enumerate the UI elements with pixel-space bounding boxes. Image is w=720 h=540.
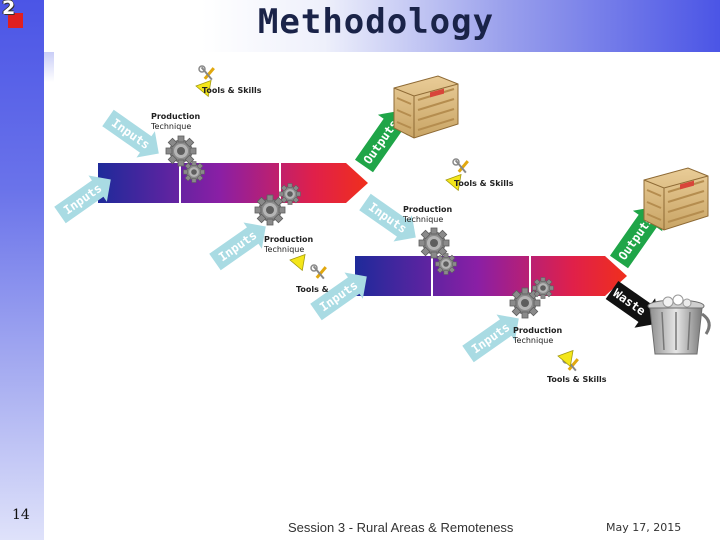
svg-text:Technique: Technique <box>402 215 443 224</box>
production-label-4: Production Technique <box>512 326 563 345</box>
left-band <box>0 0 44 540</box>
production-label-2: Production Technique <box>263 235 314 254</box>
header-band <box>0 0 720 52</box>
wrench-screwdriver-icon <box>452 158 470 174</box>
section-badge: 2 <box>0 0 26 30</box>
inputs-arrow-1: Inputs <box>102 109 159 158</box>
badge-red-square <box>8 13 23 28</box>
svg-text:Production: Production <box>513 326 563 335</box>
section-number: 2 <box>2 0 16 19</box>
footer-date: May 17, 2015 <box>606 521 682 534</box>
production-label-3: Production Technique <box>402 205 453 224</box>
tools-label-1: Tools & Skills <box>202 86 262 95</box>
footer-session-text: Session 3 - Rural Areas & Remoteness <box>288 520 514 535</box>
page-number: 14 <box>12 507 30 523</box>
svg-text:Technique: Technique <box>512 336 553 345</box>
tools-label-4: Tools & Skills <box>547 375 607 384</box>
pointer-triangle-icon <box>289 254 311 274</box>
svg-text:Production: Production <box>151 112 201 121</box>
svg-text:Production: Production <box>264 235 314 244</box>
process-bar-row-1 <box>98 163 368 203</box>
svg-text:Technique: Technique <box>150 122 191 131</box>
svg-text:Production: Production <box>403 205 453 214</box>
trash-bin-icon <box>647 294 711 355</box>
tools-label-2: Tools & Skills <box>454 179 514 188</box>
page-title: Methodology <box>257 2 495 42</box>
process-bar-row-2 <box>355 256 627 296</box>
wrench-screwdriver-icon <box>310 264 328 280</box>
crate-icon <box>393 75 459 139</box>
tools-label-3: Tools & <box>296 285 329 294</box>
crate-icon <box>643 167 709 231</box>
wrench-screwdriver-icon <box>198 65 216 81</box>
pointer-triangle-icon <box>557 350 579 370</box>
svg-text:Technique: Technique <box>263 245 304 254</box>
production-label-1: Production Technique <box>150 112 201 131</box>
corner-accent <box>44 52 54 82</box>
